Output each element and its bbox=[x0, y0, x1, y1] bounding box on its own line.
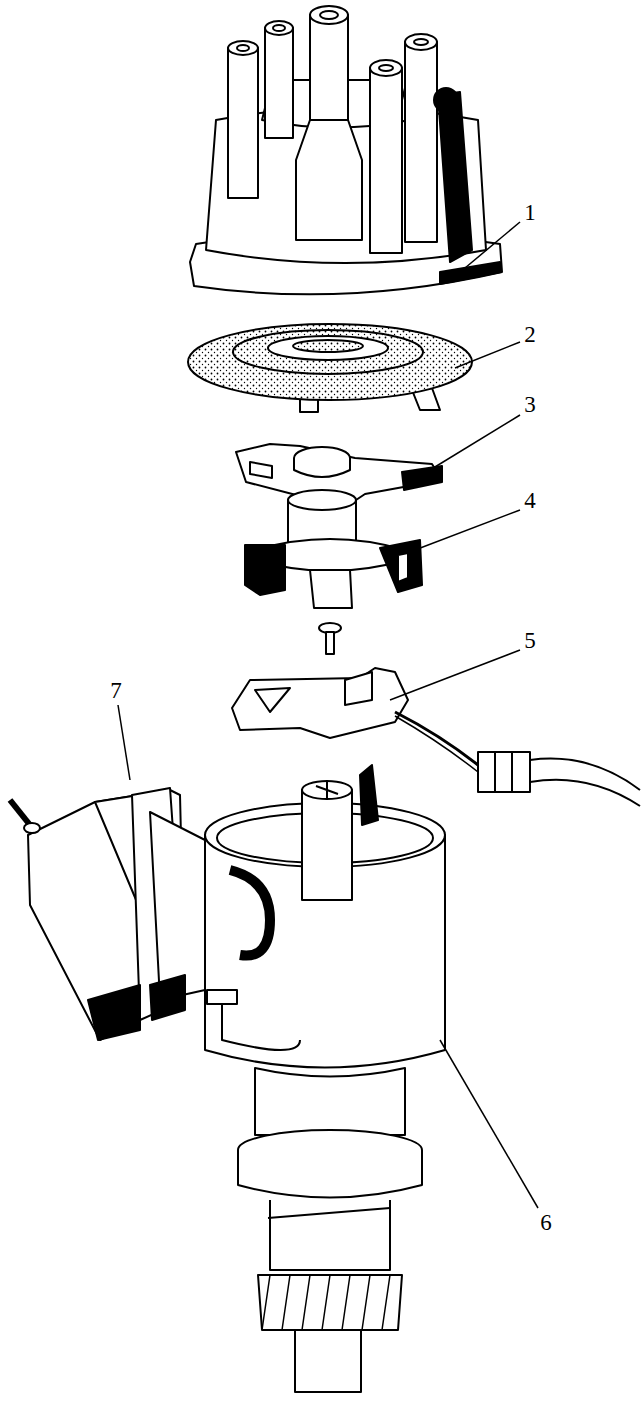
callout-number: 5 bbox=[524, 629, 536, 652]
leader-lines bbox=[118, 222, 538, 1208]
distributor-housing bbox=[205, 765, 445, 1392]
screw bbox=[319, 623, 341, 654]
distributor-cap bbox=[190, 6, 502, 294]
callout-number: 1 bbox=[524, 201, 536, 224]
hall-sensor bbox=[232, 668, 640, 806]
callout-number: 4 bbox=[524, 489, 536, 512]
callout-number: 7 bbox=[110, 679, 122, 702]
callout-number: 6 bbox=[540, 1211, 552, 1234]
trigger-wheel bbox=[245, 490, 422, 608]
vacuum-advance-unit bbox=[10, 788, 205, 1040]
dust-shield bbox=[188, 324, 472, 412]
callout-number: 2 bbox=[524, 323, 536, 346]
callout-number: 3 bbox=[524, 393, 536, 416]
